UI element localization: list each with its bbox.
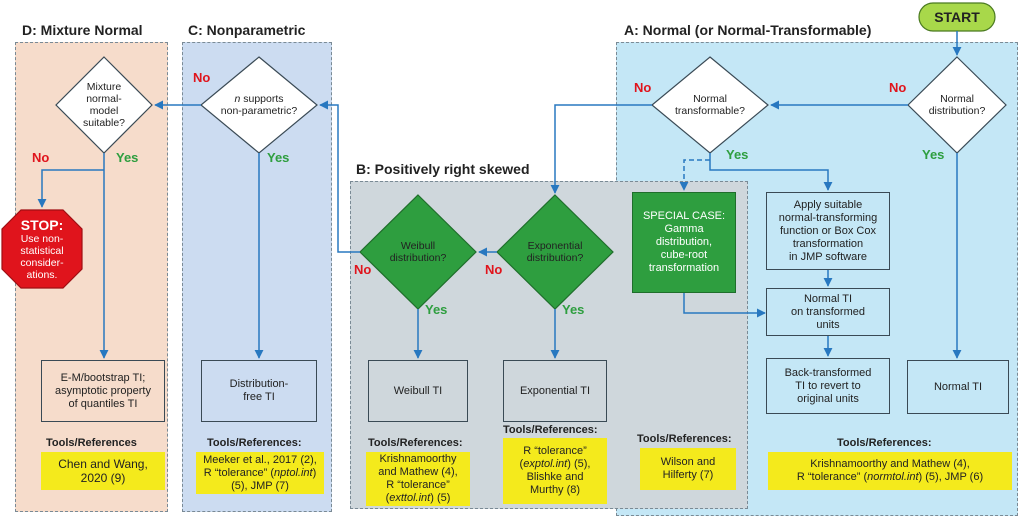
distribution-free-ti-box: Distribution- free TI [201,360,317,422]
panel-c-title: C: Nonparametric [188,22,306,38]
no-label-exponential: No [485,262,503,277]
no-label-mixture: No [32,150,50,165]
yes-label-mixture: Yes [116,150,139,165]
back-transformed-box: Back-transformed TI to revert to origina… [766,358,890,414]
yes-label-nonparametric: Yes [267,150,290,165]
tools-heading-special-case: Tools/References: [637,433,732,445]
em-bootstrap-ti-box: E-M/bootstrap TI; asymptotic property of… [41,360,165,422]
tools-heading-weibull: Tools/References: [368,437,463,449]
normal-transformable-text: Normal transformable? [674,93,746,117]
special-case-box: SPECIAL CASE: Gamma distribution, cube-r… [632,192,736,293]
normal-ti-box: Normal TI [907,360,1009,414]
reference-nonparametric: Meeker et al., 2017 (2), R “tolerance” (… [196,452,324,494]
reference-special-case: Wilson and Hilferty (7) [640,448,736,490]
reference-nonparametric-function: nptol.int [274,466,313,479]
reference-nonparametric-text: Meeker et al., 2017 (2), R “tolerance” ( [203,453,317,479]
reference-panel-a: Krishnamoorthy and Mathew (4), R “tolera… [768,452,1012,490]
reference-exponential-tail: ) (5), Blishke and Murthy (8) [526,458,591,496]
stop-content: STOP: Use non- statistical consider- ati… [2,210,82,288]
yes-label-normal-distribution: Yes [922,147,945,162]
reference-exponential-text: R “tolerance” ( [519,445,587,470]
start-label: START [934,9,980,25]
reference-nonparametric-tail: ) (5), JMP (7) [231,466,317,492]
reference-weibull: Krishnamoorthy and Mathew (4), R “tolera… [366,452,470,506]
reference-exponential-function: exptol.int [523,458,568,470]
stop-text: Use non- statistical consider- ations. [20,232,64,281]
stop-octagon [1,209,83,289]
normal-ti-transformed-box: Normal TI on transformed units [766,288,890,336]
tools-heading-panel-a: Tools/References: [837,437,932,449]
n-symbol: n [234,93,241,105]
nonparametric-text: n supports non-parametric? [206,85,312,125]
reference-weibull-tail: ) (5) [430,492,451,504]
normal-distribution-text: Normal distribution? [928,93,986,117]
no-label-normal-distribution: No [889,80,907,95]
reference-exponential: R “tolerance” (exptol.int) (5), Blishke … [503,438,607,504]
yes-label-normal-transformable: Yes [726,147,749,162]
yes-label-weibull: Yes [425,302,448,317]
reference-panel-a-function: normtol.int [867,471,919,483]
exponential-ti-box: Exponential TI [503,360,607,422]
stop-title: STOP: [20,216,64,233]
weibull-ti-box: Weibull TI [368,360,468,422]
weibull-text: Weibull distribution? [389,240,447,264]
no-label-nonparametric: No [193,70,211,85]
mixture-text: Mixture normal- model suitable? [82,81,126,129]
nonparametric-question: supports non-parametric? [220,93,298,117]
reference-weibull-text: Krishnamoorthy and Mathew (4), R “tolera… [378,453,458,504]
no-label-normal-transformable: No [634,80,652,95]
tools-heading-mixture: Tools/References [46,437,137,449]
panel-a-title: A: Normal (or Normal-Transformable) [624,22,872,38]
yes-label-exponential: Yes [562,302,585,317]
reference-weibull-function: exttol.int [389,492,431,504]
apply-transform-box: Apply suitable normal-transforming funct… [766,192,890,270]
exponential-text: Exponential distribution? [526,240,584,264]
tools-heading-exponential: Tools/References: [503,424,598,436]
tools-heading-nonparametric: Tools/References: [207,437,302,449]
reference-panel-a-tail: ) (5), JMP (6) [918,471,984,483]
no-label-weibull: No [354,262,372,277]
panel-b-title: B: Positively right skewed [356,161,530,177]
reference-panel-a-text: Krishnamoorthy and Mathew (4), R “tolera… [796,458,970,483]
panel-d-title: D: Mixture Normal [22,22,143,38]
reference-mixture: Chen and Wang, 2020 (9) [41,452,165,490]
